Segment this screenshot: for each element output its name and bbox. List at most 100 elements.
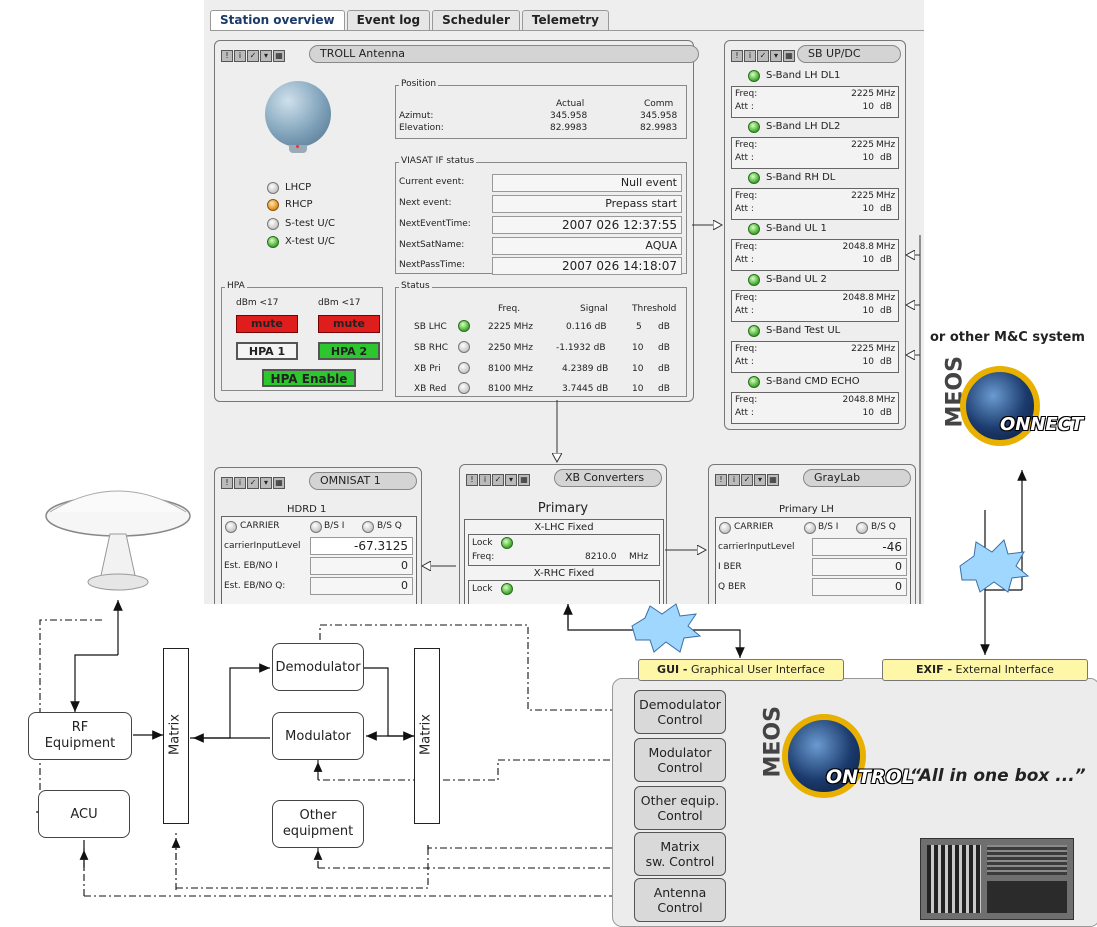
db-unit: dB: [880, 204, 892, 214]
next-event-label: Next event:: [399, 198, 452, 208]
att-label: Att :: [735, 408, 754, 418]
q-ber-field: 0: [812, 578, 907, 596]
att-value: 10: [862, 408, 874, 418]
hpa-1-button[interactable]: HPA 1: [236, 342, 298, 360]
sb-lhc-signal: 0.116 dB: [566, 322, 607, 332]
modulator-control-button[interactable]: Modulator Control: [634, 738, 726, 782]
check-icon[interactable]: ✓: [492, 473, 504, 486]
connect-wordmark: ONNECT: [1000, 414, 1084, 435]
mute-button-2[interactable]: mute: [318, 315, 380, 333]
bsi-label: B/S I: [324, 521, 345, 531]
other-mc-label: or other M&C system: [930, 330, 1085, 345]
grid-icon[interactable]: ▦: [273, 49, 285, 62]
antenna-control-button[interactable]: Antenna Control: [634, 878, 726, 922]
db-unit: dB: [880, 306, 892, 316]
matrix-1-label: Matrix: [167, 714, 183, 755]
lock-led-icon: [501, 537, 513, 549]
info-icon[interactable]: i: [728, 473, 740, 486]
freq-label: Freq:: [735, 191, 758, 201]
check-icon[interactable]: ✓: [247, 476, 259, 489]
grid-icon[interactable]: ▦: [767, 473, 779, 486]
matrix-sw-control-button[interactable]: Matrix sw. Control: [634, 832, 726, 876]
actual-header: Actual: [556, 99, 585, 109]
mhz-unit: MHz: [876, 191, 896, 201]
att-label: Att :: [735, 102, 754, 112]
tab-event-log[interactable]: Event log: [346, 10, 431, 30]
xb-box: X-LHC Fixed Lock Freq: 8210.0 MHz X-RHC …: [464, 519, 664, 604]
check-icon[interactable]: ✓: [741, 473, 753, 486]
sb-item-name: S-Band LH DL2: [766, 121, 841, 132]
dropdown-icon[interactable]: ▾: [754, 473, 766, 486]
alert-icon[interactable]: !: [715, 473, 727, 486]
dropdown-icon[interactable]: ▾: [505, 473, 517, 486]
info-icon[interactable]: i: [234, 476, 246, 489]
freq-label: Freq:: [735, 89, 758, 99]
check-icon[interactable]: ✓: [247, 49, 259, 62]
other-equip-control-button[interactable]: Other equip. Control: [634, 786, 726, 830]
dropdown-icon[interactable]: ▾: [260, 476, 272, 489]
freq-label: Freq:: [735, 140, 758, 150]
server-vents: [987, 845, 1067, 875]
grid-icon[interactable]: ▦: [273, 476, 285, 489]
mhz-unit: MHz: [629, 552, 649, 562]
check-icon[interactable]: ✓: [757, 49, 769, 62]
bsq-label: B/S Q: [871, 522, 896, 532]
matrix-2: [414, 648, 440, 824]
next-pass-time-field: 2007 026 14:18:07: [492, 257, 682, 275]
server-icon: [920, 838, 1074, 920]
panel-title: TROLL Antenna: [309, 45, 699, 63]
sb-lhc-label: SB LHC: [414, 322, 447, 332]
info-icon[interactable]: i: [479, 473, 491, 486]
hpa-enable-button[interactable]: HPA Enable: [262, 369, 356, 387]
elevation-comm: 82.9983: [640, 123, 678, 133]
hdrd-label: HDRD 1: [287, 504, 327, 515]
q-ber-label: Q BER: [718, 582, 747, 592]
bsi-label: B/S I: [818, 522, 839, 532]
alert-icon[interactable]: !: [221, 49, 233, 62]
carrier-led-icon: [719, 522, 731, 534]
alert-icon[interactable]: !: [221, 476, 233, 489]
azimut-actual: 345.958: [550, 111, 588, 121]
att-value: 10: [862, 357, 874, 367]
panel-header: !i✓▾▦ GrayLab: [715, 469, 911, 487]
info-icon[interactable]: i: [234, 49, 246, 62]
freq-value: 2225: [851, 344, 874, 354]
grid-icon[interactable]: ▦: [783, 49, 795, 62]
tagline: “All in one box ...”: [910, 766, 1086, 786]
bsq-led-icon: [362, 521, 374, 533]
sb-lhc-freq: 2225 MHz: [488, 322, 534, 332]
dropdown-icon[interactable]: ▾: [260, 49, 272, 62]
demodulator-control-button[interactable]: Demodulator Control: [634, 690, 726, 734]
tab-telemetry[interactable]: Telemetry: [521, 10, 609, 30]
info-icon[interactable]: i: [744, 49, 756, 62]
x-rhc-label: X-RHC Fixed: [533, 568, 595, 579]
ebno-i-field: 0: [310, 557, 413, 575]
bsq-led-icon: [856, 522, 868, 534]
alert-icon[interactable]: !: [731, 49, 743, 62]
viasat-legend: VIASAT IF status: [399, 156, 477, 166]
sb-led-icon: [748, 121, 760, 133]
tab-scheduler[interactable]: Scheduler: [432, 10, 520, 30]
freq-value: 2225: [851, 89, 874, 99]
sb-lhc-led-icon: [458, 320, 470, 332]
freq-value: 8210.0: [585, 552, 617, 562]
x-test-label: X-test U/C: [285, 236, 336, 247]
status-group: Status Freq. Signal Threshold SB LHC 222…: [395, 281, 687, 397]
position-group: Position Actual Comm Azimut: 345.958 345…: [395, 79, 687, 139]
panel-title: SB UP/DC: [797, 45, 901, 63]
att-label: Att :: [735, 255, 754, 265]
alert-icon[interactable]: !: [466, 473, 478, 486]
mute-button-1[interactable]: mute: [236, 315, 298, 333]
grid-icon[interactable]: ▦: [518, 473, 530, 486]
sb-item-name: S-Band RH DL: [766, 172, 836, 183]
dropdown-icon[interactable]: ▾: [770, 49, 782, 62]
i-ber-field: 0: [812, 558, 907, 576]
demodulator-box: Demodulator: [272, 643, 364, 691]
hpa-2-button[interactable]: HPA 2: [318, 342, 380, 360]
tab-station-overview[interactable]: Station overview: [210, 10, 345, 30]
gui-label: GUI - Graphical User Interface: [638, 659, 844, 681]
server-drive-bays: [927, 845, 981, 913]
panel-title: XB Converters: [554, 469, 662, 487]
